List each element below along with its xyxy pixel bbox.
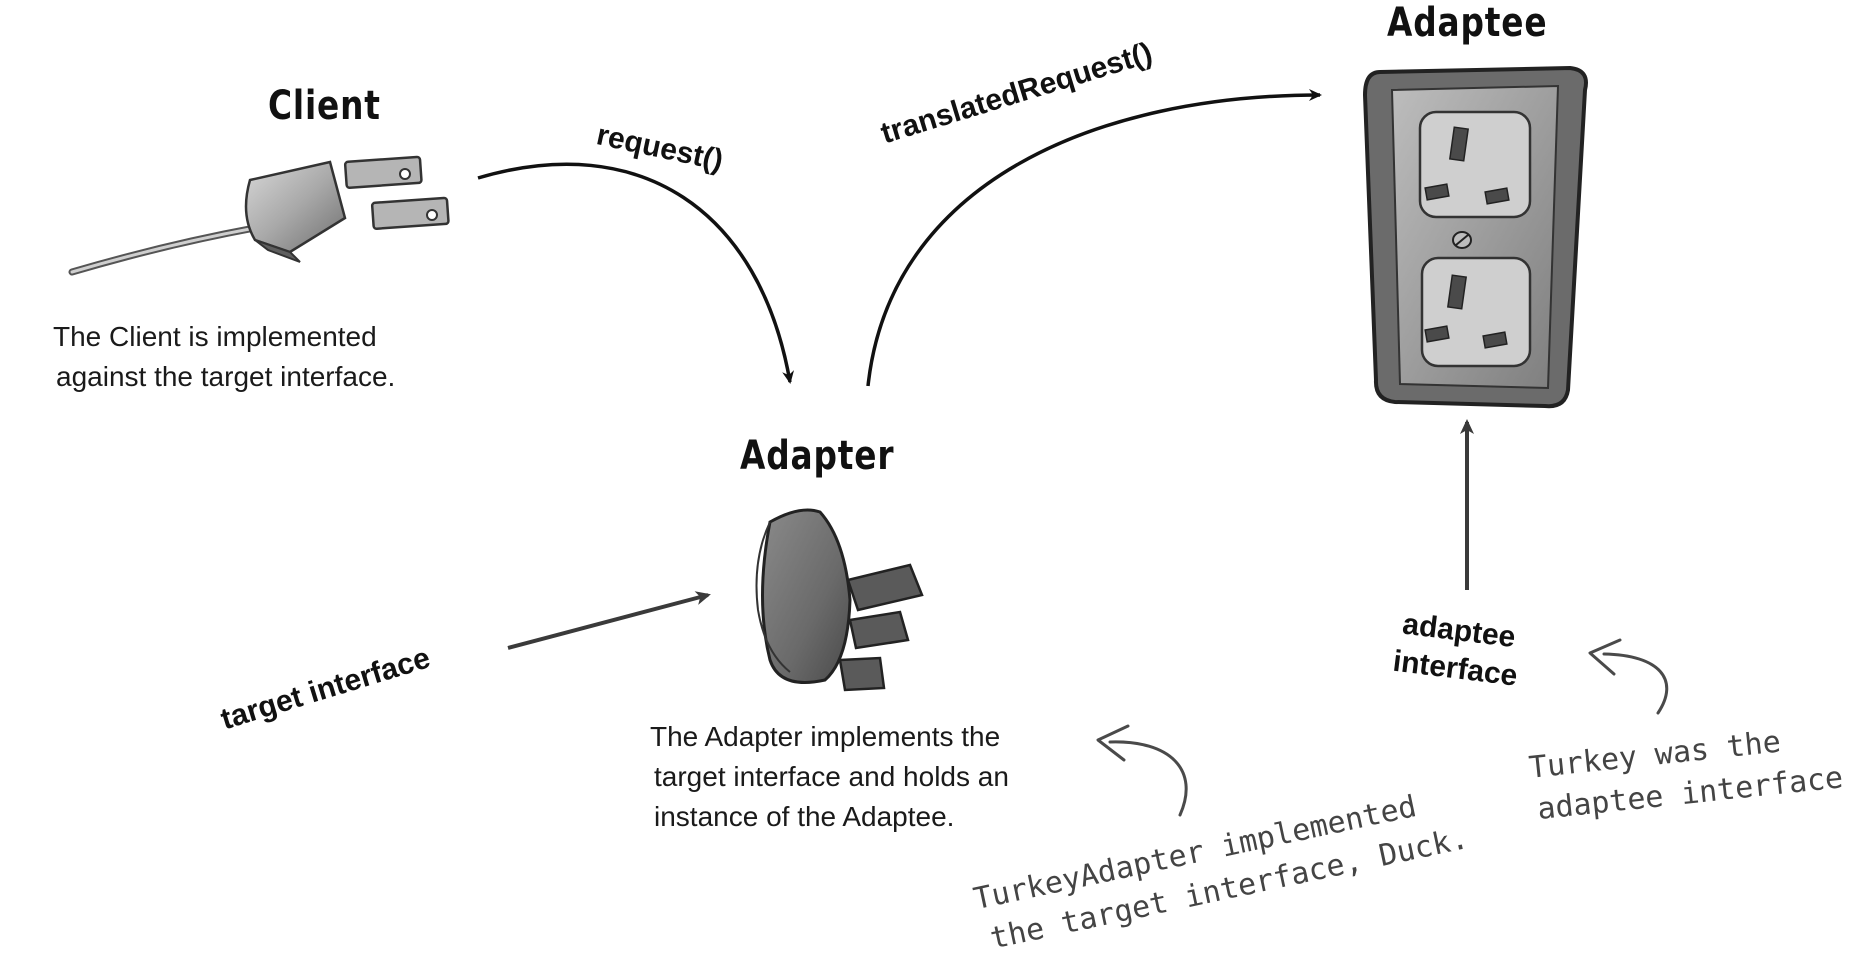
request-arrow: [477, 162, 795, 384]
turkey-adaptee-note-pointer: [1588, 638, 1669, 715]
client-description: The Client is implemented against the ta…: [53, 317, 395, 397]
turkey-adapter-note-pointer: [1096, 724, 1188, 817]
adapter-description-line: target interface and holds an: [654, 761, 1009, 792]
target-interface-arrow: [507, 591, 711, 650]
adaptee-interface-label: adaptee interface: [1391, 605, 1524, 696]
adapter-plug-icon: [755, 508, 924, 692]
adapter-description-line: The Adapter implements the: [650, 721, 1001, 752]
adapter-description-line: instance of the Adaptee.: [654, 801, 955, 832]
wall-socket-icon: [1362, 65, 1588, 409]
adaptee-title: Adaptee: [1387, 0, 1548, 46]
adapter-description: The Adapter implements the target interf…: [650, 717, 1009, 837]
client-description-line: The Client is implemented: [53, 321, 377, 352]
client-plug-icon: [68, 155, 450, 276]
adapter-title: Adapter: [740, 433, 895, 479]
client-description-line: against the target interface.: [56, 361, 396, 392]
client-title: Client: [268, 83, 381, 129]
translated-request-arrow: [866, 89, 1322, 387]
